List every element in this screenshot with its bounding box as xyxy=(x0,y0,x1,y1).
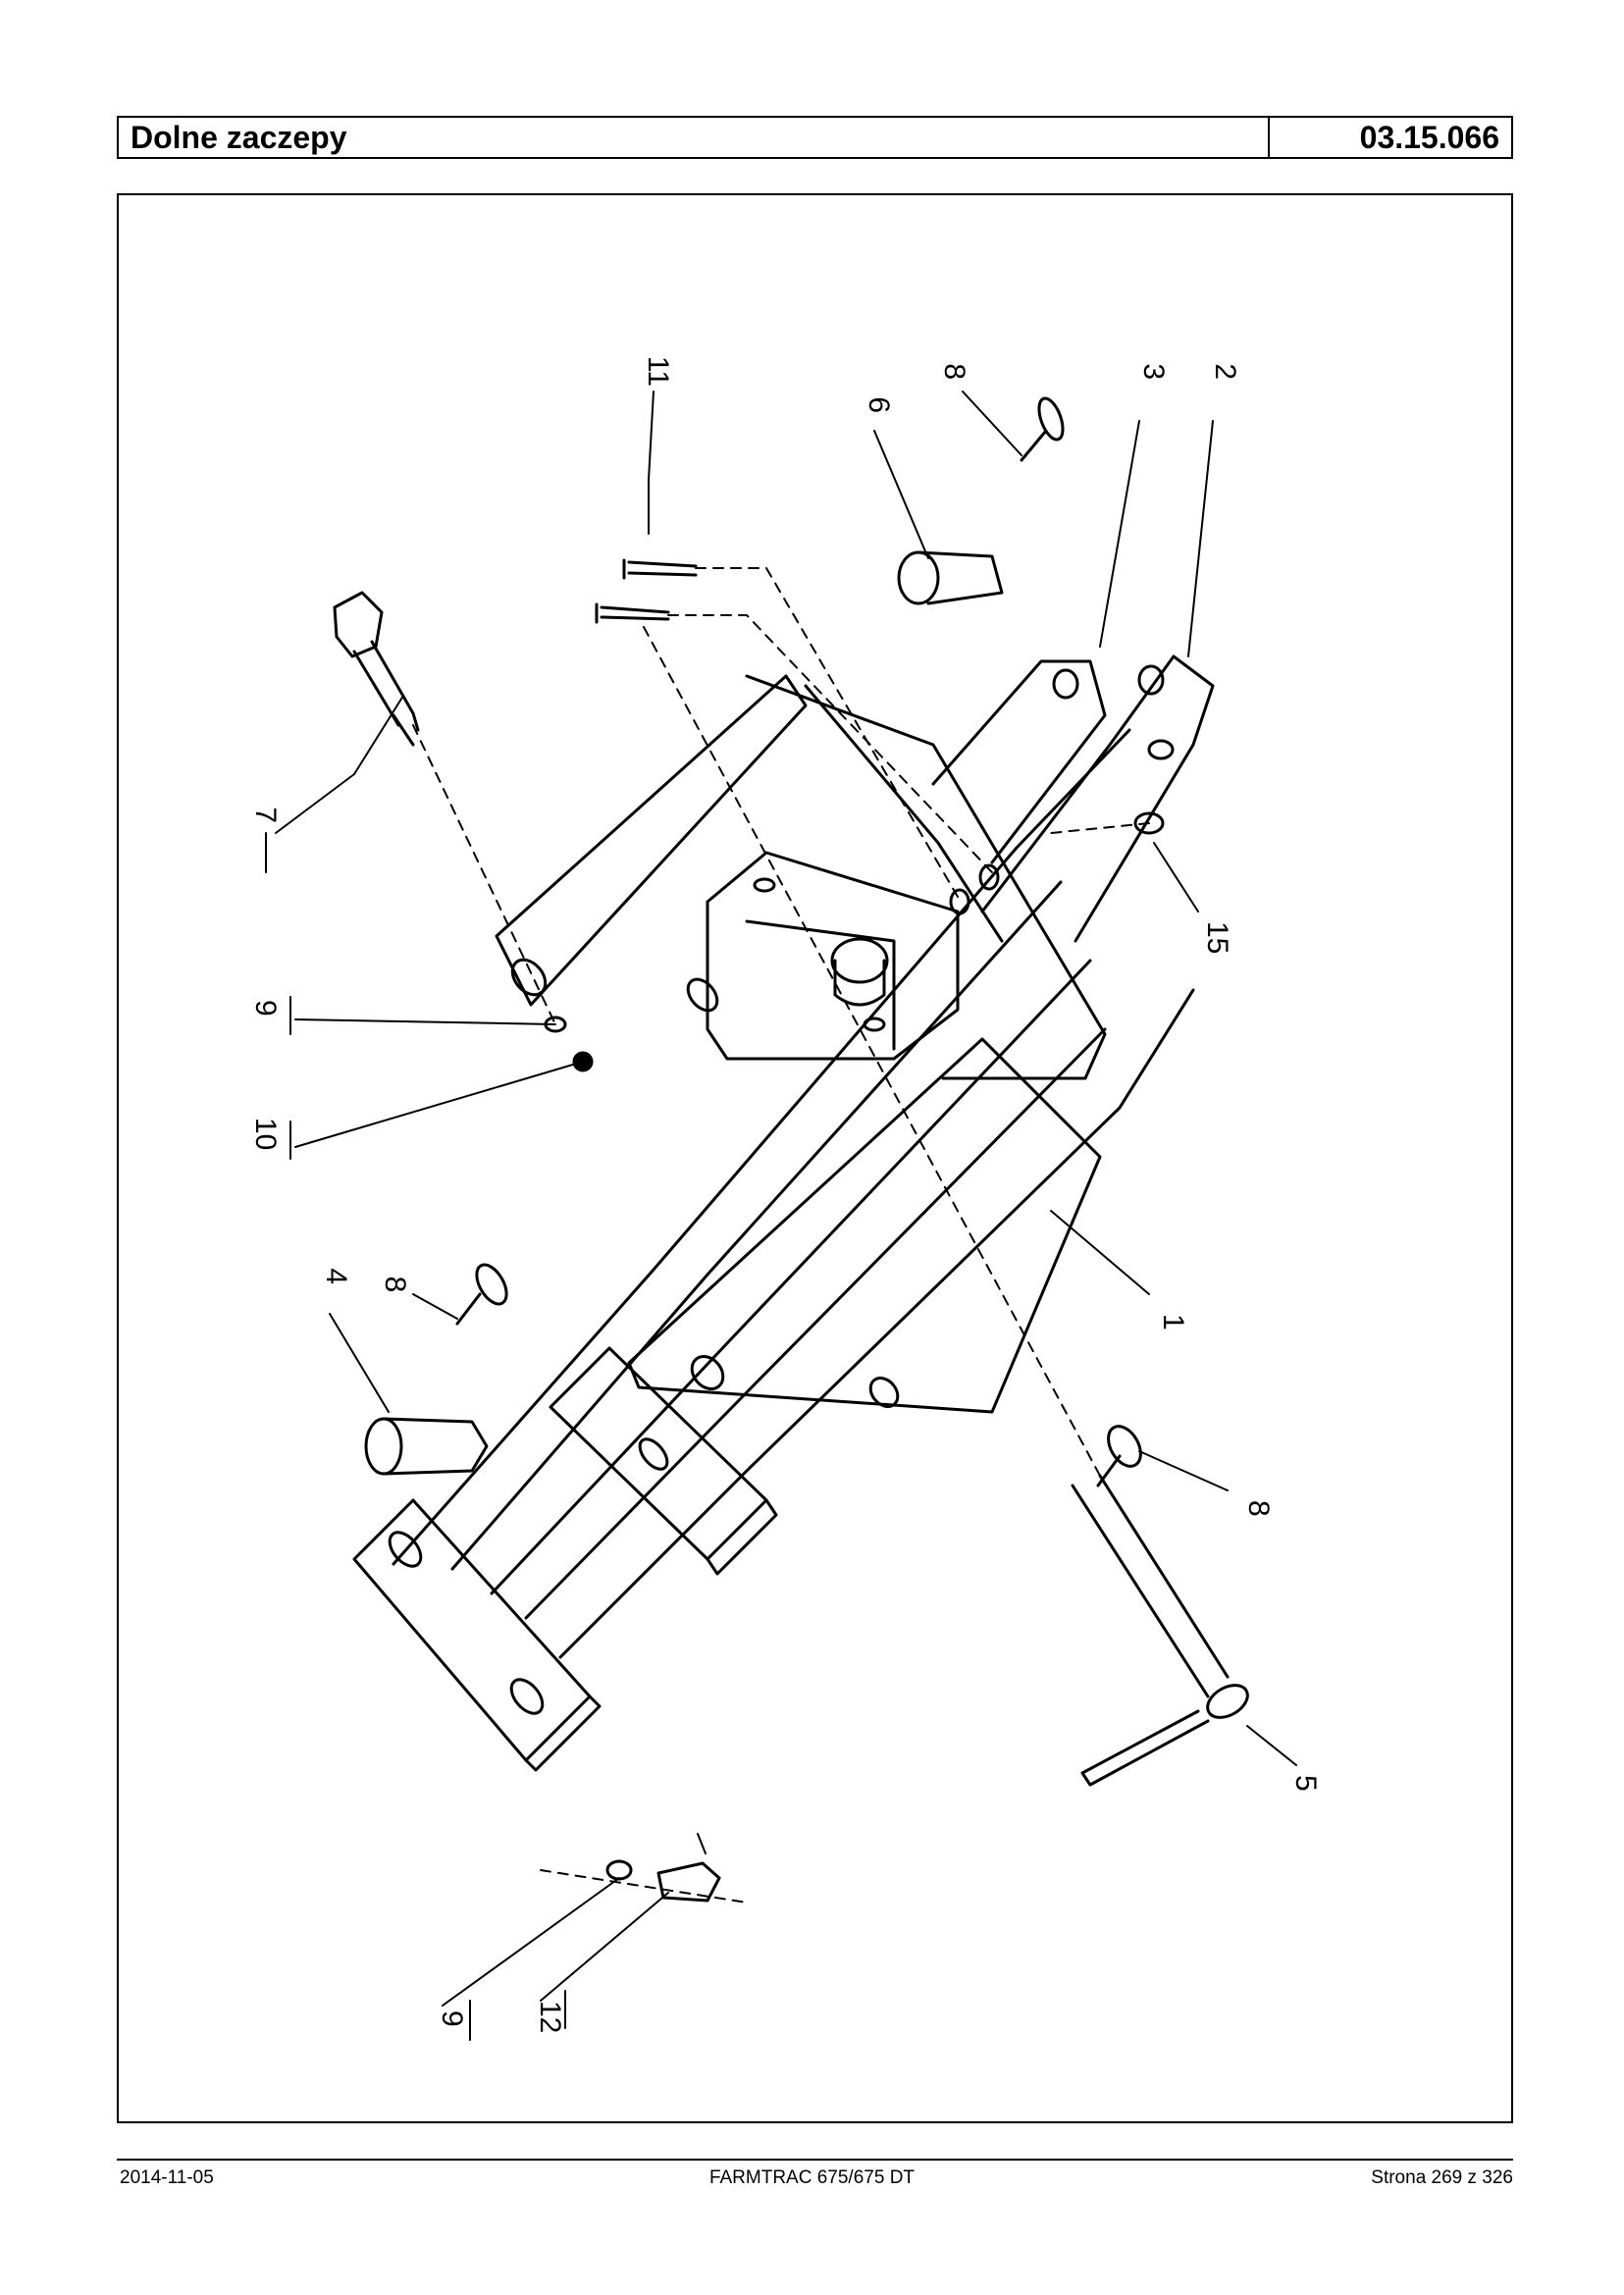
part-label-6: 6 xyxy=(863,396,895,413)
page-title: Dolne zaczepy xyxy=(119,118,1270,157)
part-label-11: 11 xyxy=(642,356,674,387)
footer-date: 2014-11-05 xyxy=(120,2167,214,2188)
part-label-9-top: 9 xyxy=(249,1000,282,1017)
footer-model: FARMTRAC 675/675 DT xyxy=(708,2167,916,2188)
part-label-5: 5 xyxy=(1289,1775,1322,1792)
part-labels: 11 6 8 3 2 7 15 9 10 8 4 1 8 5 9 12 xyxy=(249,356,1322,2034)
part-label-15: 15 xyxy=(1201,921,1233,954)
assembly-lines xyxy=(412,567,1150,1904)
diagram-frame: 11 6 8 3 2 7 15 9 10 8 4 1 8 5 9 12 xyxy=(117,193,1513,2123)
part-label-1: 1 xyxy=(1157,1314,1189,1330)
part-label-9-bottom: 9 xyxy=(436,2010,468,2027)
hardware xyxy=(333,396,1249,1903)
header-bar: Dolne zaczepy 03.15.066 xyxy=(117,116,1513,159)
part-label-7: 7 xyxy=(249,807,282,823)
part-label-4: 4 xyxy=(320,1268,352,1284)
drawbar-frame xyxy=(352,654,1215,1772)
exploded-parts-diagram: 11 6 8 3 2 7 15 9 10 8 4 1 8 5 9 12 xyxy=(249,356,1322,2041)
footer-rule xyxy=(117,2159,1513,2161)
part-label-10: 10 xyxy=(249,1118,282,1150)
leader-lines xyxy=(265,391,1297,2041)
part-label-2: 2 xyxy=(1209,363,1241,380)
part-label-8-right: 8 xyxy=(1242,1500,1275,1517)
part-label-12: 12 xyxy=(534,2001,566,2033)
footer-page-number: Strona 269 z 326 xyxy=(1371,2167,1513,2188)
part-label-8-left: 8 xyxy=(379,1277,411,1293)
part-label-3: 3 xyxy=(1137,363,1170,380)
part-label-8-top: 8 xyxy=(938,363,970,380)
section-code: 03.15.066 xyxy=(1359,120,1499,155)
